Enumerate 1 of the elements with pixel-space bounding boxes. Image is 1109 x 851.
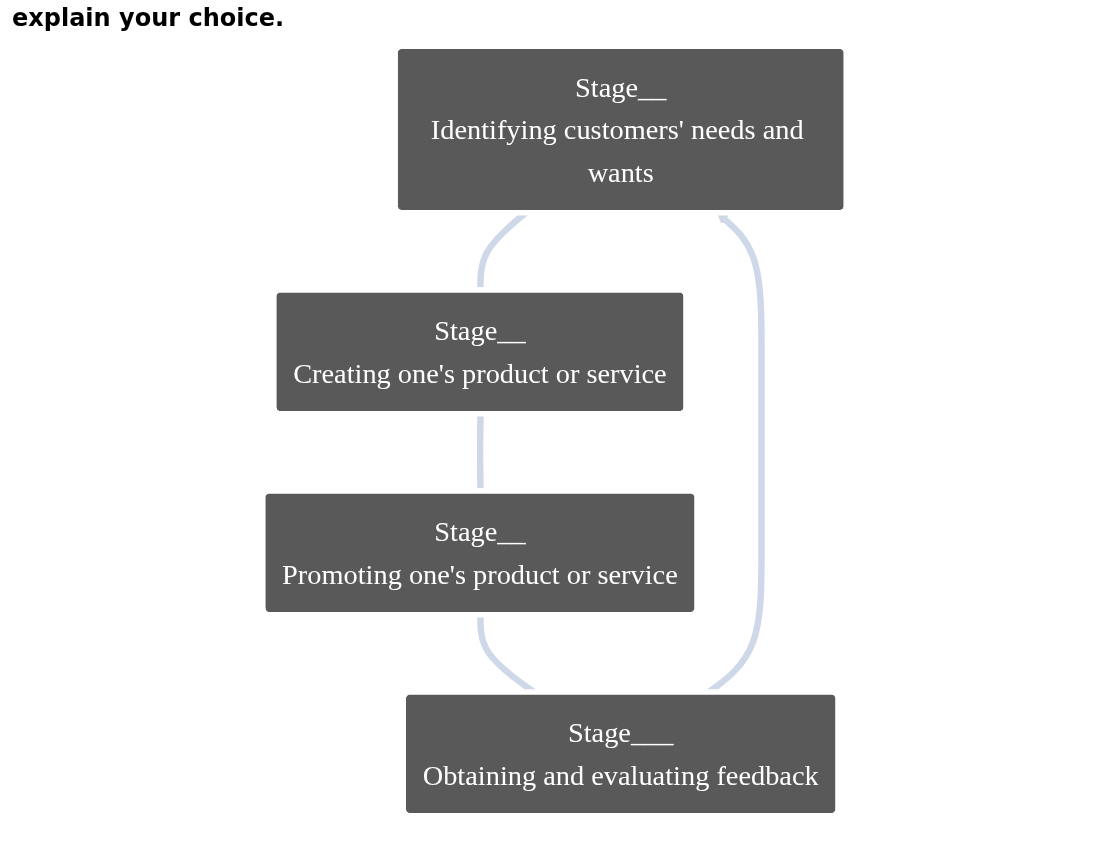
instruction-text: explain your choice. — [12, 4, 286, 32]
